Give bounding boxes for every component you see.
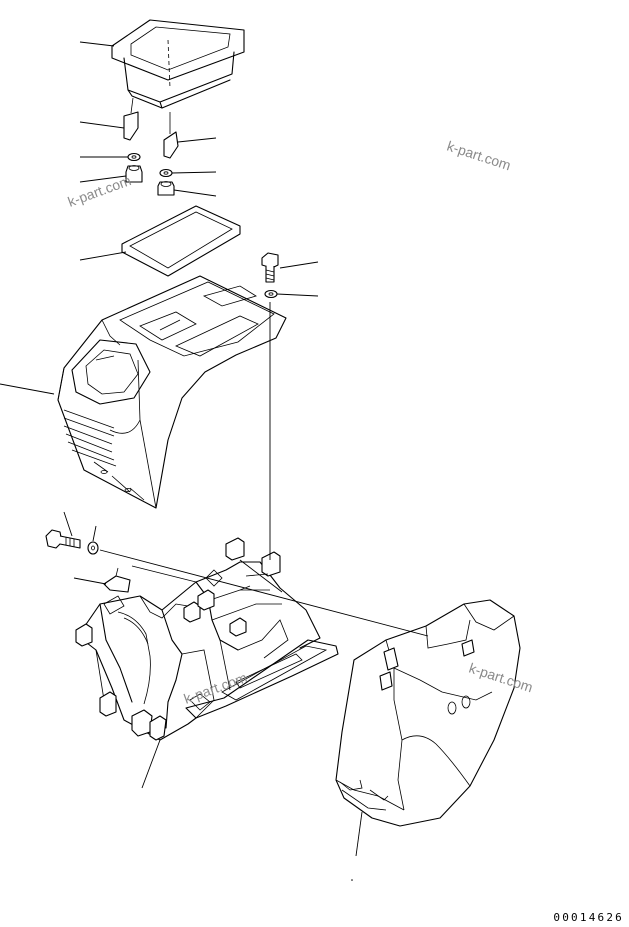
washer-right[interactable] xyxy=(159,168,173,178)
rear-cover[interactable] xyxy=(335,599,521,827)
washer-left[interactable] xyxy=(127,152,141,162)
washer-upper[interactable] xyxy=(264,289,278,299)
watermark-text: k-part.com xyxy=(445,138,513,174)
ink-dot xyxy=(351,879,353,881)
nut-left[interactable] xyxy=(125,165,143,183)
hex-bolt-lower[interactable] xyxy=(45,529,81,549)
drawing-reference-number: 00014626 xyxy=(553,911,624,924)
watermark-text: k-part.com xyxy=(66,172,134,210)
washer-lower[interactable] xyxy=(87,541,99,555)
clip-bracket[interactable] xyxy=(103,567,131,593)
base-frame[interactable] xyxy=(75,537,339,741)
left-bracket[interactable] xyxy=(123,97,139,141)
assembly-guide-lines xyxy=(99,302,429,637)
top-cover-box[interactable] xyxy=(111,19,245,109)
gasket-ring[interactable] xyxy=(121,205,241,277)
hex-bolt-upper[interactable] xyxy=(261,252,279,283)
nut-right[interactable] xyxy=(157,181,175,196)
console-cover[interactable] xyxy=(57,275,287,509)
right-bracket[interactable] xyxy=(163,112,179,159)
leader-lines xyxy=(0,41,363,857)
